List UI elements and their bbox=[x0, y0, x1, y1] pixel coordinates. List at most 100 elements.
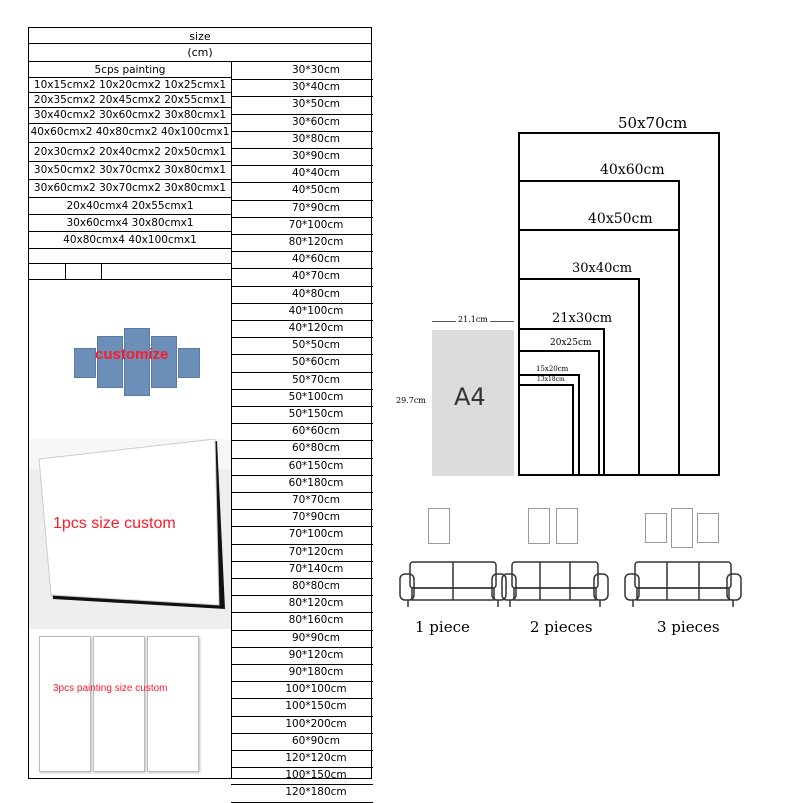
set-row: 30x60cmx4 30x80cmx1 bbox=[66, 217, 194, 229]
size-row: 120*180cm bbox=[285, 786, 347, 799]
size-row: 70*100cm bbox=[288, 218, 344, 231]
size-row: 80*120cm bbox=[288, 236, 344, 248]
divider bbox=[231, 216, 373, 218]
size-row: 60*90cm bbox=[292, 734, 340, 747]
size-row: 30*40cm bbox=[292, 81, 340, 94]
divider bbox=[231, 371, 373, 373]
three-piece-label: 3pcs painting size custom bbox=[53, 683, 168, 694]
divider bbox=[231, 79, 373, 81]
divider bbox=[29, 107, 231, 108]
size-row: 30*50cm bbox=[292, 98, 340, 111]
set-row: 10x15cmx2 10x20cmx2 10x25cmx1 bbox=[33, 79, 227, 91]
size-row: 40*120cm bbox=[288, 322, 344, 334]
size-row: 60*60cm bbox=[292, 425, 340, 438]
size-row: 90*180cm bbox=[288, 666, 344, 678]
divider bbox=[29, 197, 231, 198]
panel bbox=[178, 348, 200, 378]
one-piece-custom-image: 1pcs size custom bbox=[29, 439, 231, 629]
label-40x60: 40x60cm bbox=[600, 162, 665, 178]
size-row: 60*150cm bbox=[288, 459, 344, 472]
divider bbox=[65, 263, 66, 279]
size-row: 70*100cm bbox=[288, 528, 344, 541]
divider bbox=[29, 77, 231, 78]
divider bbox=[231, 474, 373, 476]
size-row: 40*60cm bbox=[292, 253, 340, 266]
label-2-pieces: 2 pieces bbox=[530, 618, 593, 636]
a4-label: A4 bbox=[454, 383, 486, 411]
frame-2b bbox=[556, 508, 578, 544]
column-divider bbox=[231, 61, 232, 778]
three-piece-custom-image: 3pcs painting size custom bbox=[29, 630, 231, 778]
divider bbox=[231, 423, 373, 425]
size-row: 40*100cm bbox=[288, 304, 344, 317]
divider bbox=[231, 784, 373, 786]
label-40x50: 40x50cm bbox=[588, 211, 653, 227]
set-row: 30x40cmx2 30x60cmx2 30x80cmx1 bbox=[33, 109, 227, 121]
divider bbox=[231, 578, 373, 579]
frame-1 bbox=[428, 508, 450, 544]
divider bbox=[29, 43, 371, 44]
set-row: 40x60cmx2 40x80cmx2 40x100cmx1 bbox=[30, 126, 230, 138]
divider bbox=[231, 96, 373, 98]
divider bbox=[29, 161, 231, 162]
label-13x18: 13x18cm bbox=[537, 376, 565, 383]
header-sets: 5cps painting bbox=[94, 64, 166, 76]
size-row: 70*140cm bbox=[288, 562, 344, 575]
rect-40x50 bbox=[518, 229, 680, 475]
size-table: size (cm) 5cps painting 10x15cmx2 10x20c… bbox=[28, 27, 373, 803]
size-row: 100*150cm bbox=[285, 700, 347, 713]
canvas-middle bbox=[93, 636, 145, 772]
rect-13x18 bbox=[518, 384, 574, 475]
divider bbox=[231, 560, 373, 562]
size-row: 100*150cm bbox=[285, 769, 347, 782]
size-row: 90*90cm bbox=[292, 631, 340, 644]
canvas-left bbox=[39, 636, 91, 772]
header-size: size bbox=[189, 30, 211, 43]
size-row: 40*70cm bbox=[292, 270, 340, 283]
frame-3c bbox=[697, 513, 719, 543]
divider bbox=[29, 279, 231, 280]
divider bbox=[29, 231, 231, 232]
header-unit: (cm) bbox=[187, 46, 213, 59]
divider bbox=[231, 732, 373, 734]
a4-sheet bbox=[432, 330, 514, 476]
divider bbox=[231, 113, 373, 115]
set-row: 20x35cmx2 20x45cmx2 20x55cmx1 bbox=[33, 94, 227, 106]
divider bbox=[231, 148, 373, 149]
customize-label: customize bbox=[95, 346, 169, 363]
divider bbox=[29, 61, 371, 62]
label-21x30: 21x30cm bbox=[552, 311, 613, 326]
rect-21x30 bbox=[518, 328, 605, 475]
divider bbox=[231, 406, 373, 407]
divider bbox=[29, 123, 231, 124]
size-row: 60*180cm bbox=[288, 476, 344, 489]
divider bbox=[29, 142, 231, 143]
size-row: 30*90cm bbox=[292, 150, 340, 162]
rect-15x20 bbox=[518, 374, 580, 475]
label-50x70: 50x70cm bbox=[618, 114, 688, 132]
divider bbox=[231, 199, 373, 201]
size-row: 40*50cm bbox=[292, 184, 340, 197]
divider bbox=[231, 509, 373, 511]
rect-30x40 bbox=[518, 278, 640, 475]
divider bbox=[231, 302, 373, 304]
size-row: 70*90cm bbox=[292, 511, 340, 524]
frame-3a bbox=[645, 513, 667, 543]
divider bbox=[231, 543, 373, 545]
divider bbox=[231, 698, 373, 700]
divider bbox=[231, 182, 373, 184]
size-row: 70*120cm bbox=[288, 545, 344, 558]
divider bbox=[231, 750, 373, 751]
size-row: 50*50cm bbox=[292, 339, 340, 352]
label-15x20: 15x20cm bbox=[536, 365, 569, 373]
size-row: 50*60cm bbox=[292, 356, 340, 369]
divider bbox=[231, 251, 373, 253]
five-panel-custom-image: customize bbox=[29, 280, 231, 438]
divider bbox=[231, 526, 373, 528]
divider bbox=[29, 263, 231, 264]
divider bbox=[231, 612, 373, 614]
divider bbox=[231, 664, 373, 665]
divider bbox=[231, 595, 373, 597]
divider bbox=[231, 492, 373, 493]
a4-width-label: 21.1cm bbox=[456, 315, 490, 324]
